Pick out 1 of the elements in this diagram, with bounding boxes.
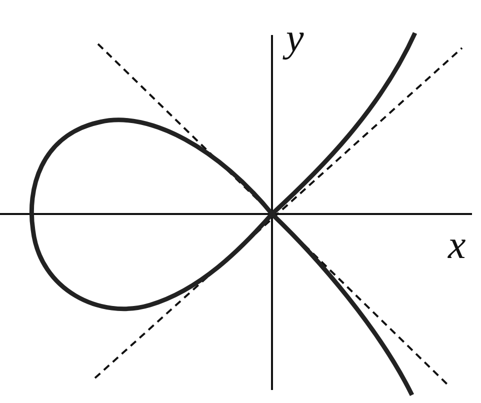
axis-label: x xyxy=(448,225,466,265)
